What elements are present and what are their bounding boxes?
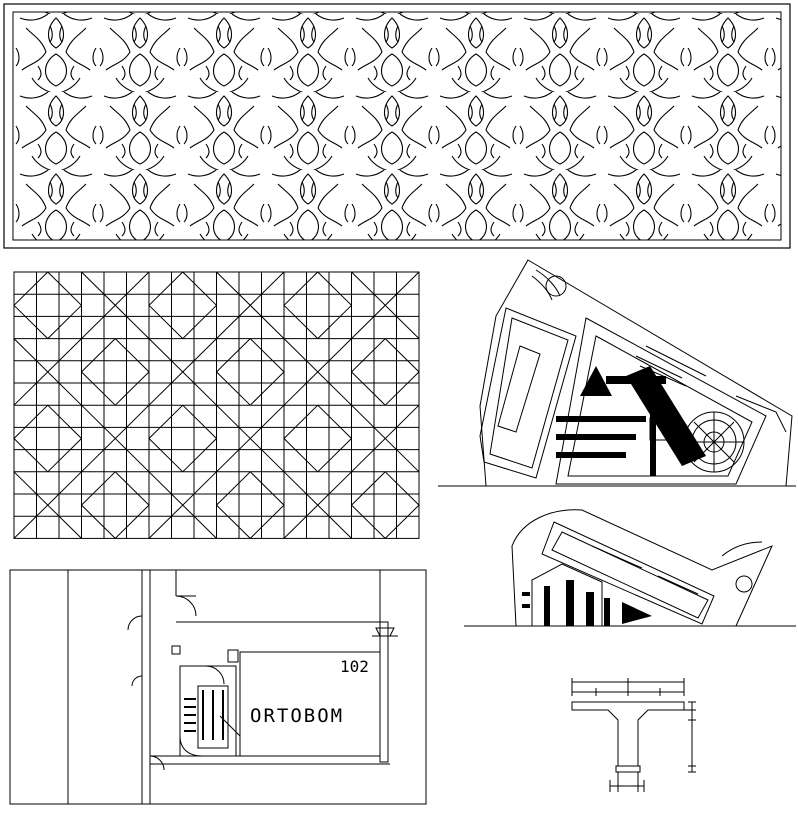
ornamental-screen-drawing — [3, 3, 791, 249]
tile-grid-drawing — [13, 271, 420, 539]
site-plan-upper-panel — [436, 256, 798, 492]
beam-section-drawing — [571, 678, 696, 792]
ornamental-screen-panel — [0, 0, 798, 256]
room-number: 102 — [340, 657, 369, 676]
tile-grid — [13, 271, 420, 539]
site-plan-lower-drawing — [464, 509, 796, 627]
room-label: ORTOBOM — [250, 705, 344, 727]
tile-grid-panel — [10, 268, 420, 544]
beam-section-panel — [560, 676, 710, 806]
site-plan-lower-panel — [462, 506, 798, 632]
floor-plan-panel: 102 ORTOBOM — [6, 566, 430, 806]
floor-plan-drawing: 102 ORTOBOM — [9, 569, 427, 805]
site-plan-upper-drawing — [438, 259, 796, 487]
